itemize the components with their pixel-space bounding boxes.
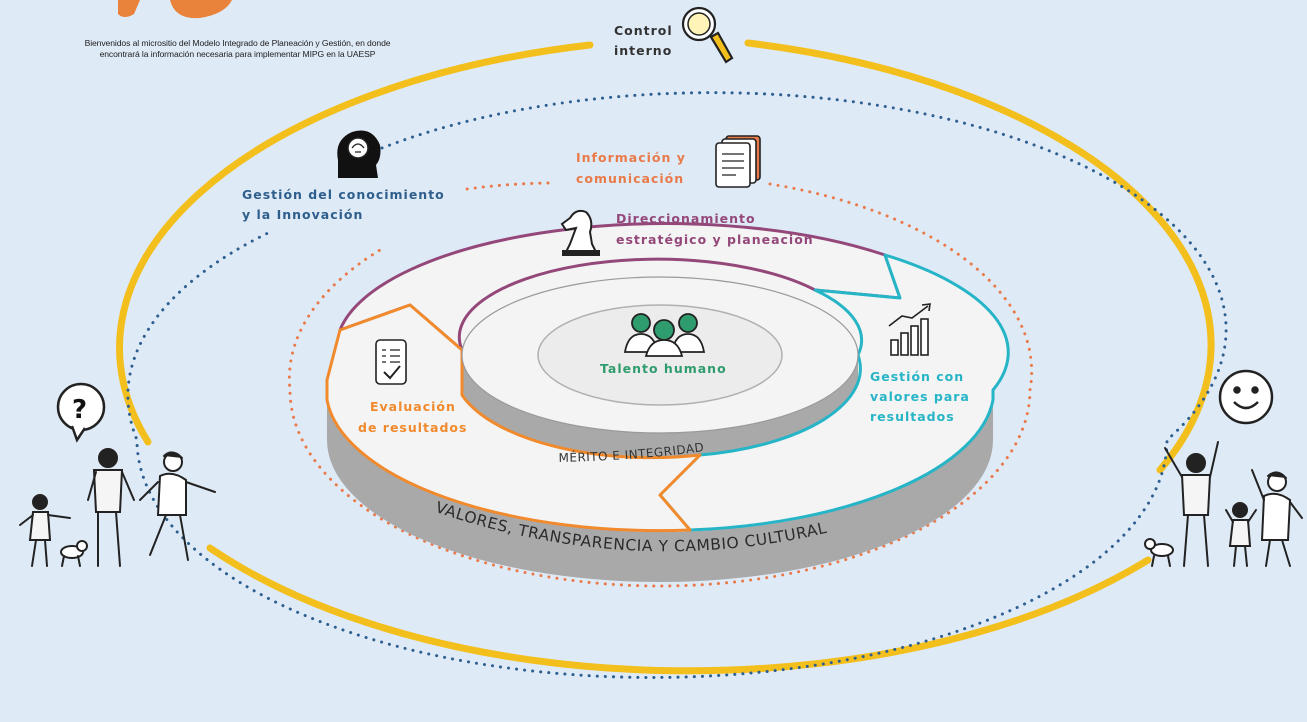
blue-dotted-ring	[126, 91, 1228, 679]
conocimiento-label-1: Gestión del conocimiento	[242, 187, 445, 202]
informacion-label-2: comunicación	[576, 171, 684, 186]
brain-head-icon	[337, 130, 381, 178]
talento-label: Talento humano	[600, 361, 727, 376]
direccionamiento-label-1: Direccionamiento	[616, 211, 756, 226]
chess-knight-icon	[560, 209, 600, 256]
gestion-label-1: Gestión con	[870, 369, 964, 384]
evaluacion-label-2: de resultados	[358, 420, 467, 435]
intro-line-2: encontrará la información necesaria para…	[99, 49, 376, 59]
evaluacion-arrow	[325, 303, 702, 533]
people-icon	[623, 313, 706, 357]
gestion-label-2: valores para	[870, 389, 970, 404]
checklist-icon	[375, 339, 407, 385]
intro-line-1: Bienvenidos al micrositio del Modelo Int…	[84, 38, 391, 48]
control-label-1: Control	[614, 23, 673, 38]
conocimiento-label-2: y la Innovación	[242, 207, 363, 222]
magnifier-icon	[681, 6, 734, 64]
logo-fragment	[118, 0, 232, 19]
family-right	[1144, 441, 1303, 567]
evaluacion-label-1: Evaluación	[370, 399, 456, 414]
informacion-label-1: Información y	[576, 150, 686, 165]
control-label-2: interno	[614, 43, 672, 58]
outer-yellow-ring	[116, 39, 1215, 675]
bar-chart-icon	[888, 303, 931, 356]
family-left	[19, 448, 216, 567]
question-bubble: ?	[56, 382, 106, 443]
gestion-label-3: resultados	[870, 409, 955, 424]
smiley-icon	[1218, 369, 1274, 425]
direccionamiento-label-2: estratégico y planeación	[616, 232, 814, 247]
question-mark: ?	[72, 395, 87, 425]
intro-text: Bienvenidos al micrositio del Modelo Int…	[40, 38, 435, 60]
documents-icon	[715, 135, 761, 188]
